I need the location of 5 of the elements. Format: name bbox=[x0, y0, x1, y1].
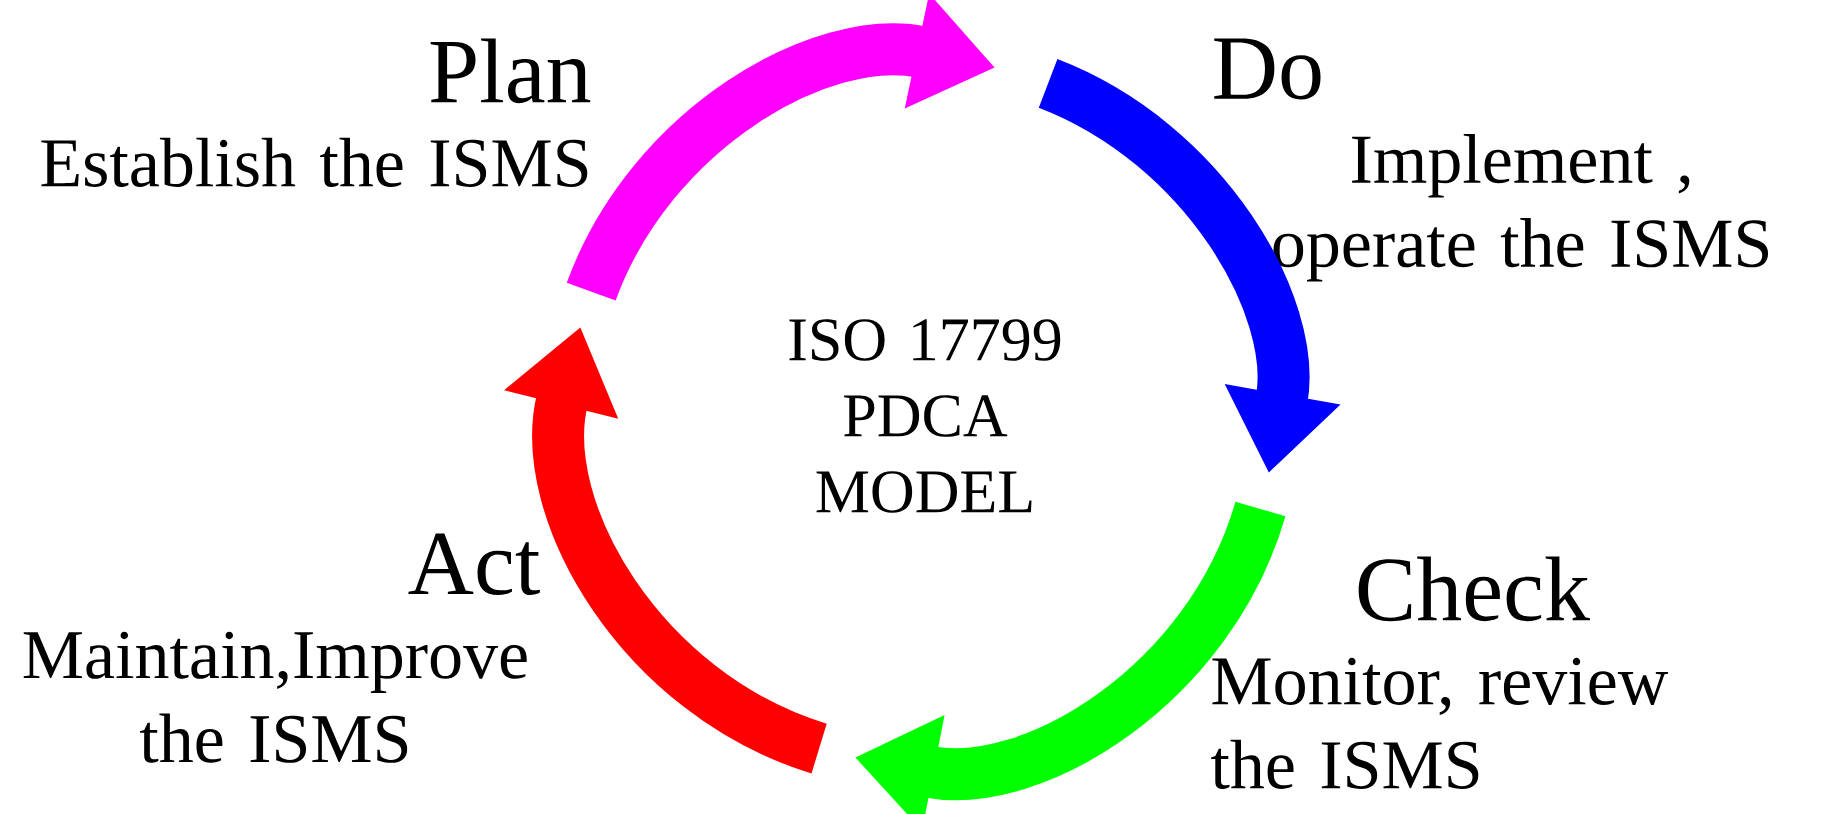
phase-text: Do Implement , operate the ISMS bbox=[1214, 38, 1769, 282]
phase-text: Plan Establish the ISMS bbox=[41, 38, 591, 187]
phase-text: Act Maintain,Improve the ISMS bbox=[23, 533, 540, 763]
phase-text: Check Monitor, review the ISMS bbox=[1211, 556, 1669, 789]
center-title: ISO 17799 PDCA MODEL bbox=[789, 319, 1061, 513]
